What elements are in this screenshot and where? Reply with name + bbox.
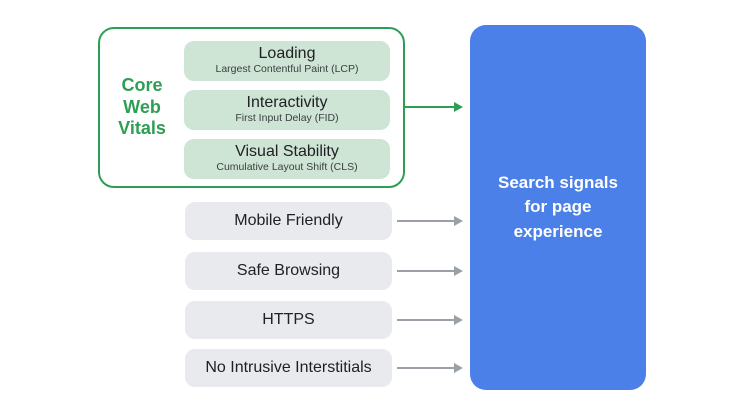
arrow-mobile-friendly [397, 216, 463, 226]
arrow-no-intrusive-interstitials [397, 363, 463, 373]
core-web-vitals-label: Core Web Vitals [100, 29, 184, 186]
search-signals-label-line: Search signals [497, 173, 618, 193]
signal-loading-pill: Loading Largest Contentful Paint (LCP) [184, 41, 390, 81]
signal-interactivity-pill: Interactivity First Input Delay (FID) [184, 90, 390, 130]
signal-interactivity-title: Interactivity [246, 93, 328, 111]
signal-mobile-friendly-label: Mobile Friendly [234, 211, 343, 229]
signal-mobile-friendly-pill: Mobile Friendly [185, 202, 392, 240]
signal-visual-stability-pill: Visual Stability Cumulative Layout Shift… [184, 139, 390, 179]
core-web-vitals-label-line: Core [121, 74, 163, 95]
core-web-vitals-label-line: Vitals [118, 118, 166, 139]
core-web-vitals-label-line: Web [123, 96, 161, 117]
search-signals-box: Search signals for page experience [470, 25, 646, 390]
signal-no-intrusive-interstitials-pill: No Intrusive Interstitials [185, 349, 392, 387]
signal-visual-stability-subtitle: Cumulative Layout Shift (CLS) [216, 161, 358, 174]
search-signals-label: Search signals for page experience [498, 171, 618, 243]
signal-loading-title: Loading [258, 44, 316, 62]
signal-loading-subtitle: Largest Contentful Paint (LCP) [215, 63, 359, 76]
signal-interactivity-subtitle: First Input Delay (FID) [235, 112, 339, 125]
signal-no-intrusive-interstitials-label: No Intrusive Interstitials [205, 358, 372, 376]
search-signals-label-line: experience [513, 221, 603, 241]
arrow-safe-browsing [397, 266, 463, 276]
core-web-vitals-group: Core Web Vitals Loading Largest Contentf… [98, 27, 405, 188]
arrow-core-web-vitals [404, 102, 463, 112]
arrow-https [397, 315, 463, 325]
signal-https-pill: HTTPS [185, 301, 392, 339]
signal-safe-browsing-pill: Safe Browsing [185, 252, 392, 290]
signal-visual-stability-title: Visual Stability [235, 142, 339, 160]
signal-https-label: HTTPS [262, 310, 315, 328]
signal-safe-browsing-label: Safe Browsing [236, 261, 341, 279]
search-signals-label-line: for page [524, 197, 592, 217]
